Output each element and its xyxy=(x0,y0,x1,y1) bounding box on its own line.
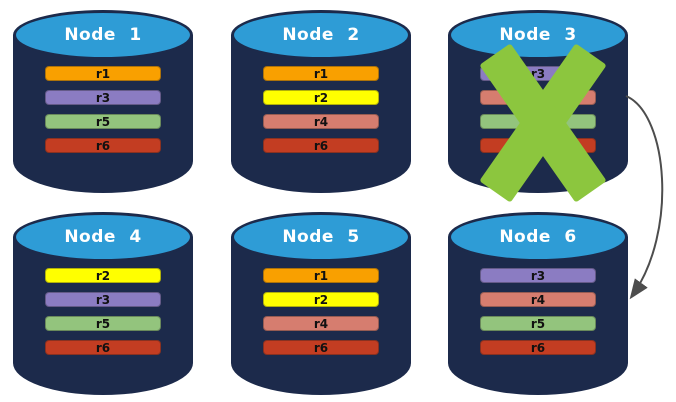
replica-bar: r6 xyxy=(263,138,379,153)
replica-list: r2 r3 r5 r6 xyxy=(45,268,161,364)
replica-bar: r6 xyxy=(45,138,161,153)
node-title: Node 4 xyxy=(64,227,142,247)
replica-bar: r3 xyxy=(45,292,161,307)
cylinder-top: Node 5 xyxy=(231,212,411,262)
replica-bar: r1 xyxy=(45,66,161,81)
node-title: Node 5 xyxy=(282,227,360,247)
replica-bar: r5 xyxy=(480,316,596,331)
cylinder-top: Node 1 xyxy=(13,10,193,60)
cylinder-top: Node 4 xyxy=(13,212,193,262)
arrow-curve xyxy=(625,95,664,300)
node-title: Node 1 xyxy=(64,25,142,45)
replica-bar: r1 xyxy=(263,66,379,81)
replica-bar: r3 xyxy=(480,268,596,283)
database-node-1: Node 1 r1 r3 r5 r6 xyxy=(13,10,193,193)
replica-bar: r4 xyxy=(263,316,379,331)
replica-bar: r4 xyxy=(480,292,596,307)
replica-bar: r2 xyxy=(45,268,161,283)
cylinder-top: Node 2 xyxy=(231,10,411,60)
replica-list: r1 r2 r4 r6 xyxy=(263,268,379,364)
failure-x-icon xyxy=(479,42,607,203)
replica-bar: r6 xyxy=(263,340,379,355)
replica-bar: r1 xyxy=(263,268,379,283)
replica-bar: r6 xyxy=(480,340,596,355)
replica-bar: r6 xyxy=(45,340,161,355)
node-title: Node 2 xyxy=(282,25,360,45)
replica-list: r1 r2 r4 r6 xyxy=(263,66,379,162)
replica-bar: r5 xyxy=(45,316,161,331)
replica-bar: r5 xyxy=(45,114,161,129)
database-node-6: Node 6 r3 r4 r5 r6 xyxy=(448,212,628,395)
cylinder-top: Node 3 xyxy=(448,10,628,60)
replica-bar: r2 xyxy=(263,292,379,307)
replica-list: r3 r4 r5 r6 xyxy=(480,268,596,364)
replica-bar: r2 xyxy=(263,90,379,105)
database-node-2: Node 2 r1 r2 r4 r6 xyxy=(231,10,411,193)
node-title: Node 3 xyxy=(499,25,577,45)
database-node-5: Node 5 r1 r2 r4 r6 xyxy=(231,212,411,395)
node-title: Node 6 xyxy=(499,227,577,247)
database-node-4: Node 4 r2 r3 r5 r6 xyxy=(13,212,193,395)
cylinder-top: Node 6 xyxy=(448,212,628,262)
replica-bar: r3 xyxy=(45,90,161,105)
replica-bar: r4 xyxy=(263,114,379,129)
replica-list: r1 r3 r5 r6 xyxy=(45,66,161,162)
